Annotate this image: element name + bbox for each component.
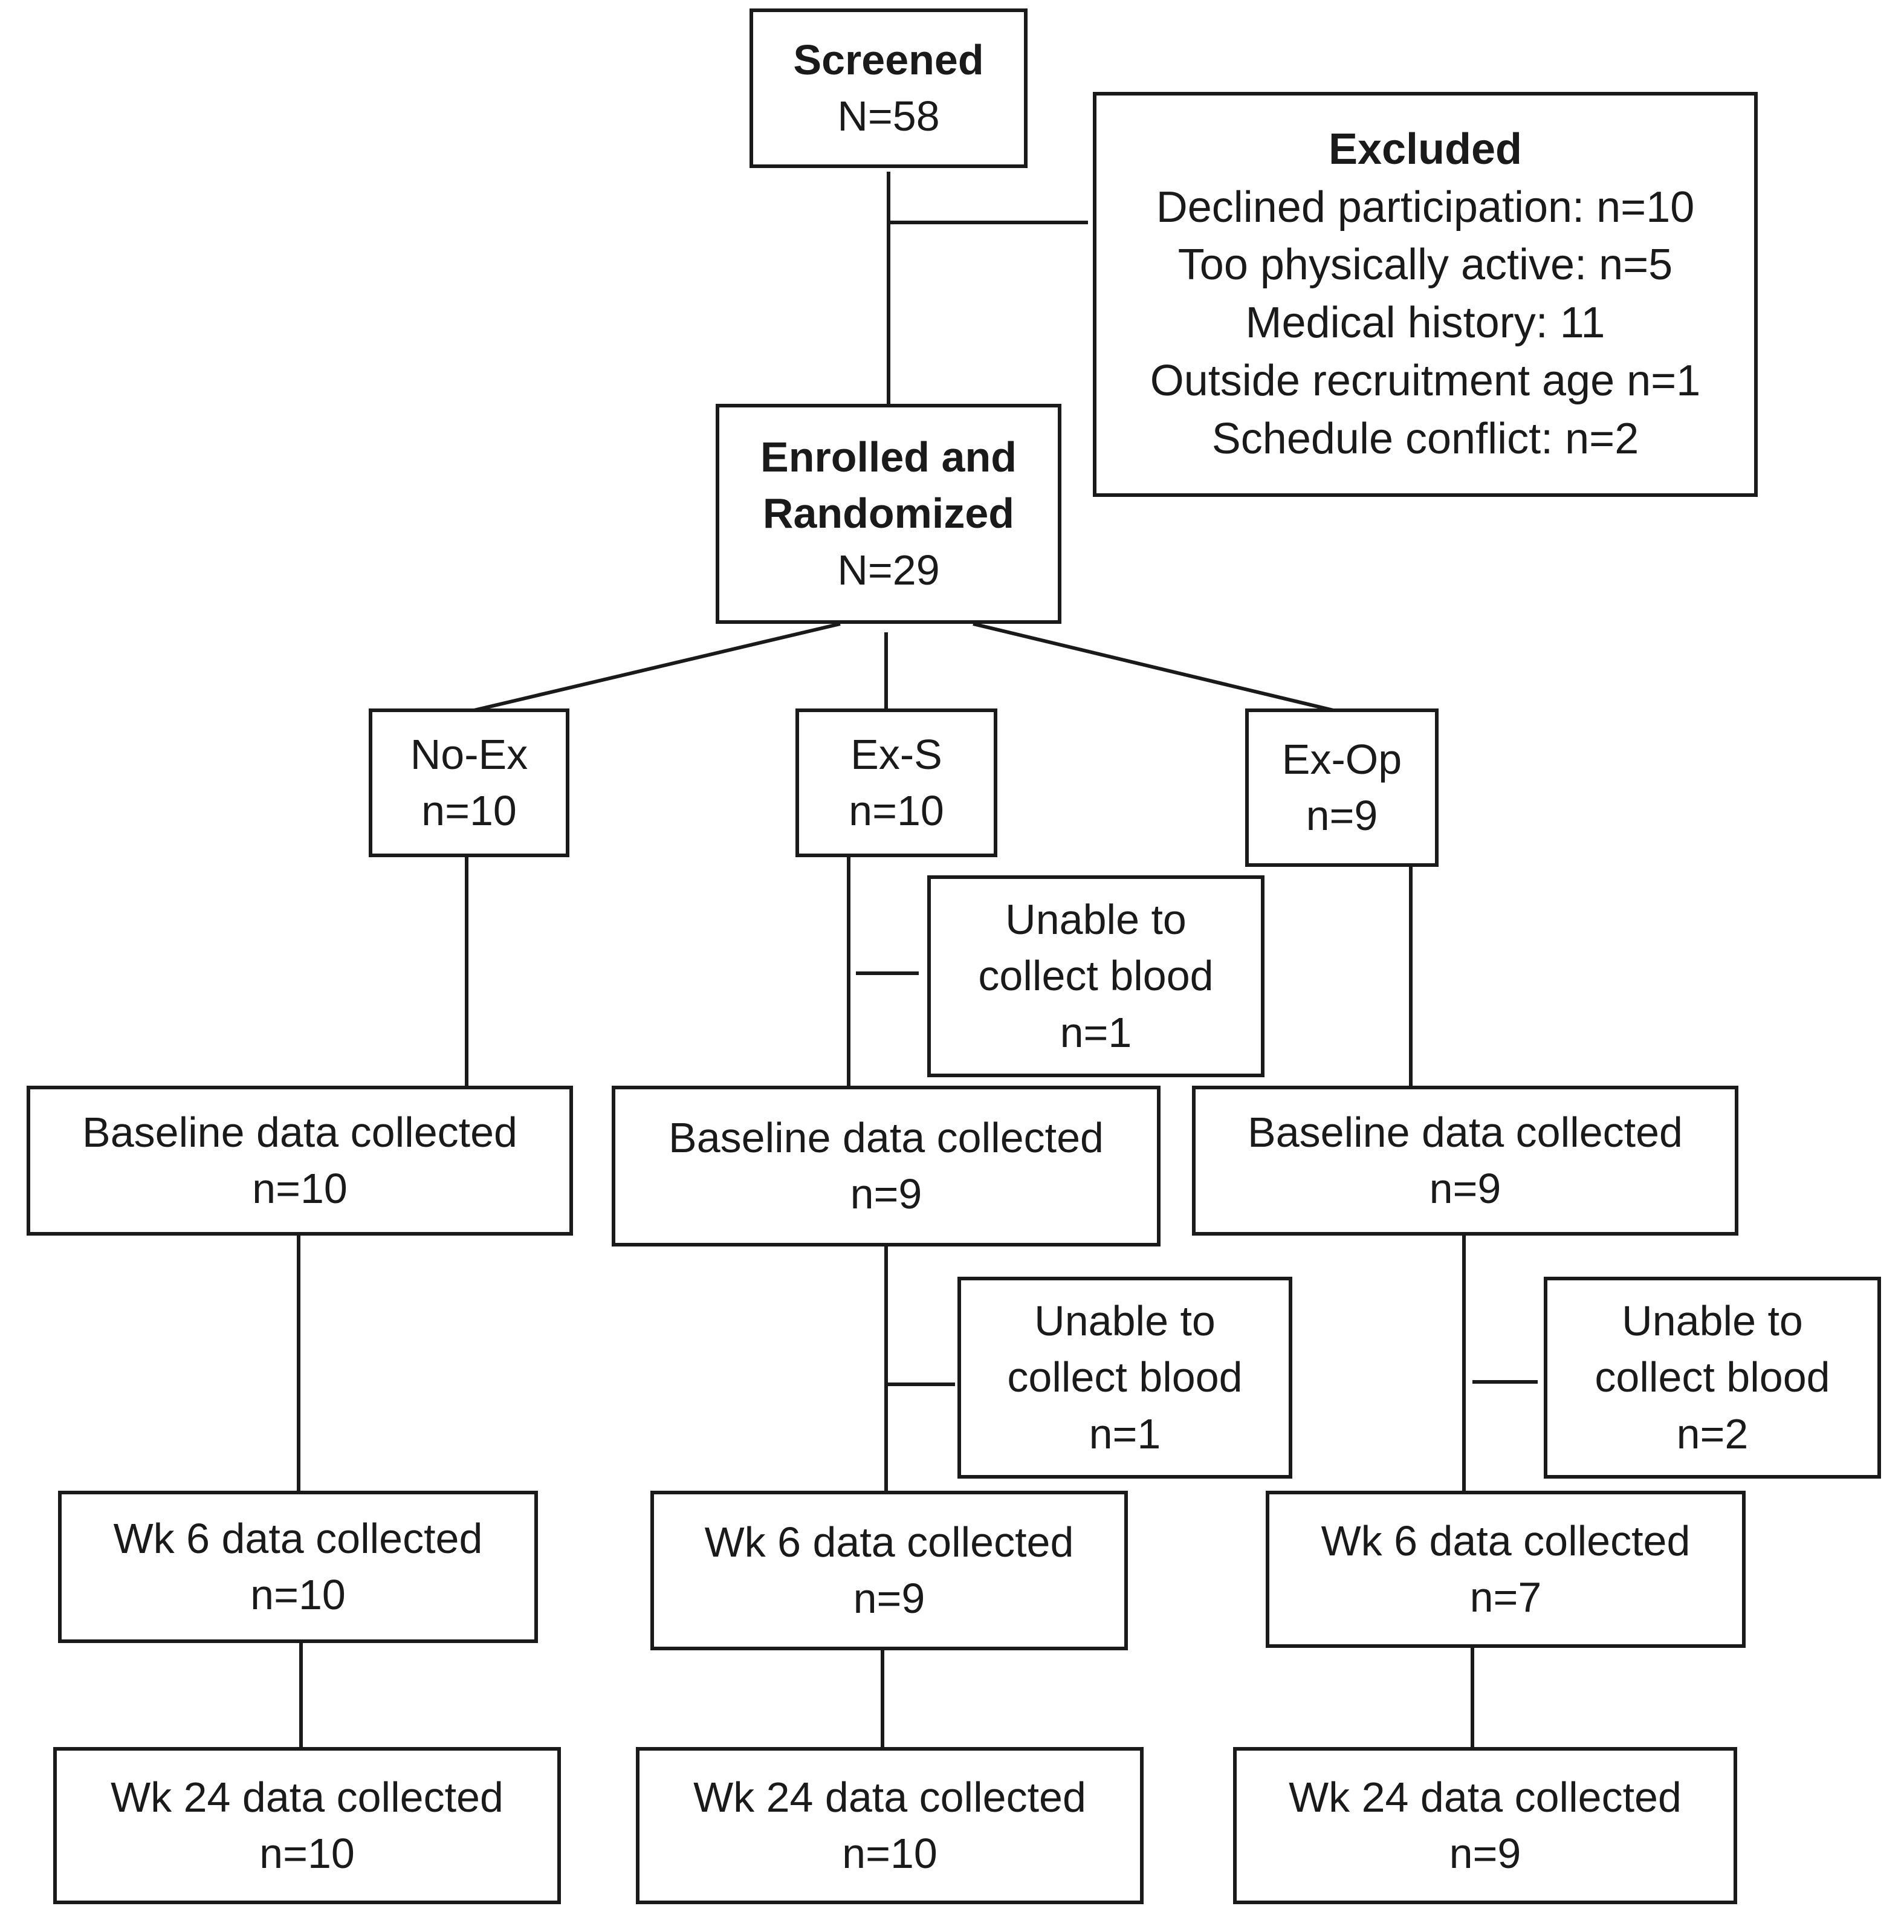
exop-wk6-box: Wk 6 data collected n=7 xyxy=(1266,1491,1746,1648)
group-box-exs: Ex-S n=10 xyxy=(795,708,997,857)
enrolled-box: Enrolled and Randomized N=29 xyxy=(716,404,1061,624)
unable-line1: Unable to xyxy=(1034,1297,1216,1345)
unable-line1: Unable to xyxy=(1622,1297,1803,1345)
screened-box: Screened N=58 xyxy=(750,8,1028,168)
wk24-count: n=10 xyxy=(842,1830,937,1877)
noex-wk24-box: Wk 24 data collected n=10 xyxy=(53,1747,561,1904)
group-box-exop: Ex-Op n=9 xyxy=(1245,708,1439,867)
connector-enrolled-exop xyxy=(973,622,1336,713)
unable-line2: collect blood xyxy=(978,952,1214,1000)
baseline-label: Baseline data collected xyxy=(1248,1108,1683,1156)
exs-unable-blood-box-1: Unable to collect blood n=1 xyxy=(927,875,1264,1077)
connector-enrolled-noex xyxy=(471,622,841,713)
wk6-label: Wk 6 data collected xyxy=(704,1518,1074,1566)
baseline-count: n=9 xyxy=(850,1170,922,1217)
exs-wk6-box: Wk 6 data collected n=9 xyxy=(650,1491,1128,1650)
wk24-label: Wk 24 data collected xyxy=(111,1773,504,1821)
exop-baseline-box: Baseline data collected n=9 xyxy=(1192,1086,1738,1236)
unable-count: n=1 xyxy=(1089,1410,1161,1457)
unable-line1: Unable to xyxy=(1005,896,1187,944)
enrolled-count: N=29 xyxy=(837,546,940,594)
wk6-label: Wk 6 data collected xyxy=(1321,1517,1691,1564)
group-name: No-Ex xyxy=(410,730,528,778)
excluded-reason: Outside recruitment age n=1 xyxy=(1150,356,1701,405)
excluded-reason: Too physically active: n=5 xyxy=(1177,241,1673,290)
group-box-noex: No-Ex n=10 xyxy=(369,708,569,857)
group-count: n=9 xyxy=(1306,792,1378,839)
baseline-count: n=9 xyxy=(1429,1165,1501,1212)
enrolled-title-line2: Randomized xyxy=(762,490,1015,537)
exs-wk24-box: Wk 24 data collected n=10 xyxy=(636,1747,1144,1904)
excluded-reason: Declined participation: n=10 xyxy=(1156,183,1695,232)
group-count: n=10 xyxy=(849,787,944,834)
exs-unable-blood-box-2: Unable to collect blood n=1 xyxy=(957,1277,1292,1479)
unable-line2: collect blood xyxy=(1595,1353,1830,1401)
excluded-reason: Medical history: 11 xyxy=(1245,299,1605,347)
baseline-label: Baseline data collected xyxy=(669,1113,1104,1161)
excluded-reason: Schedule conflict: n=2 xyxy=(1211,414,1639,463)
noex-baseline-box: Baseline data collected n=10 xyxy=(27,1086,573,1236)
wk24-label: Wk 24 data collected xyxy=(693,1773,1086,1821)
enrolled-title-line1: Enrolled and xyxy=(760,433,1017,481)
baseline-count: n=10 xyxy=(252,1165,348,1212)
exop-unable-blood-box: Unable to collect blood n=2 xyxy=(1544,1277,1881,1479)
wk24-count: n=9 xyxy=(1449,1830,1521,1877)
screened-title: Screened xyxy=(793,36,984,83)
exop-wk24-box: Wk 24 data collected n=9 xyxy=(1233,1747,1737,1904)
excluded-box: Excluded Declined participation: n=10 To… xyxy=(1093,92,1758,497)
wk6-count: n=7 xyxy=(1469,1574,1542,1621)
excluded-title: Excluded xyxy=(1328,125,1523,173)
group-count: n=10 xyxy=(421,787,517,834)
wk24-label: Wk 24 data collected xyxy=(1289,1773,1682,1821)
wk24-count: n=10 xyxy=(259,1830,355,1877)
noex-wk6-box: Wk 6 data collected n=10 xyxy=(58,1491,538,1643)
group-name: Ex-Op xyxy=(1281,735,1402,783)
wk6-label: Wk 6 data collected xyxy=(113,1514,483,1562)
group-name: Ex-S xyxy=(850,730,942,778)
wk6-count: n=9 xyxy=(853,1575,925,1622)
wk6-count: n=10 xyxy=(250,1571,346,1618)
unable-line2: collect blood xyxy=(1007,1353,1243,1401)
baseline-label: Baseline data collected xyxy=(82,1108,517,1156)
unable-count: n=1 xyxy=(1060,1008,1132,1056)
exs-baseline-box: Baseline data collected n=9 xyxy=(612,1086,1161,1246)
unable-count: n=2 xyxy=(1676,1410,1749,1457)
screened-count: N=58 xyxy=(837,92,940,140)
